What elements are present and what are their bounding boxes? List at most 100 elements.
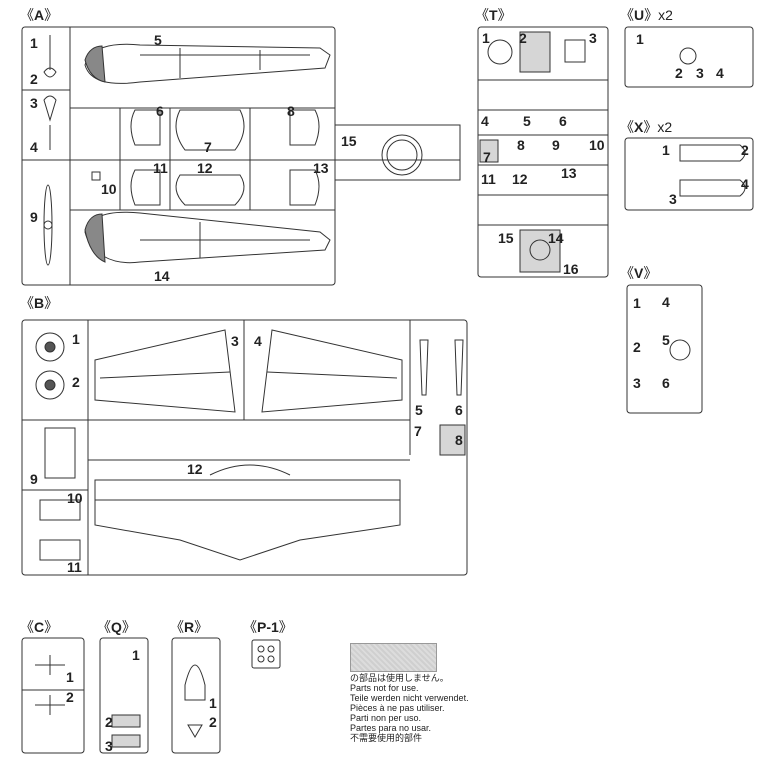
sprue-r-frame bbox=[171, 637, 221, 754]
unused-parts-swatch bbox=[350, 643, 437, 672]
label-b3: 3 bbox=[231, 333, 239, 349]
sprue-c-title: 《C》 bbox=[20, 619, 59, 635]
legend-line-ja: の部品は使用しません。 bbox=[350, 673, 449, 683]
label-t16: 16 bbox=[563, 261, 579, 277]
sprue-p1-frame bbox=[251, 639, 281, 669]
label-a6: 6 bbox=[156, 103, 164, 119]
legend-line-en: Parts not for use. bbox=[350, 683, 419, 693]
label-u2: 2 bbox=[675, 65, 683, 81]
part-a3 bbox=[43, 95, 57, 122]
part-b12-lower-wing bbox=[94, 479, 401, 561]
part-t2-unused bbox=[519, 31, 551, 73]
sprue-q-title: 《Q》 bbox=[97, 619, 136, 635]
label-u4: 4 bbox=[716, 65, 724, 81]
sprue-r-title: 《R》 bbox=[170, 619, 209, 635]
part-b3-wing bbox=[94, 329, 236, 413]
part-b10 bbox=[39, 499, 81, 521]
label-v6: 6 bbox=[662, 375, 670, 391]
label-t13: 13 bbox=[561, 165, 577, 181]
part-r2 bbox=[187, 724, 203, 738]
part-q2-unused bbox=[111, 714, 141, 728]
label-b10: 10 bbox=[67, 490, 83, 506]
sprue-u-title: 《U》x2 bbox=[620, 7, 673, 23]
sprue-b-frame bbox=[21, 319, 468, 576]
sprue-t-title: 《T》 bbox=[475, 7, 512, 23]
part-u2 bbox=[679, 47, 697, 65]
sprue-q-frame bbox=[99, 637, 149, 754]
part-x4 bbox=[679, 179, 746, 197]
label-b6: 6 bbox=[455, 402, 463, 418]
label-a2: 2 bbox=[30, 71, 38, 87]
part-b8-unused bbox=[439, 424, 466, 456]
label-t5: 5 bbox=[523, 113, 531, 129]
label-t7: 7 bbox=[483, 149, 491, 165]
label-t15: 15 bbox=[498, 230, 514, 246]
label-b1: 1 bbox=[72, 331, 80, 347]
unused-parts-legend: の部品は使用しません。 Parts not for use. Teile wer… bbox=[350, 673, 469, 743]
label-t9: 9 bbox=[552, 137, 560, 153]
part-a10 bbox=[91, 171, 101, 181]
part-r1 bbox=[184, 664, 206, 701]
part-x2 bbox=[679, 144, 746, 162]
part-c1 bbox=[35, 655, 65, 675]
sprue-v-title: 《V》 bbox=[620, 265, 658, 281]
part-a5-fuselage bbox=[84, 43, 331, 84]
label-t14: 14 bbox=[548, 230, 564, 246]
part-b9-cockpit bbox=[44, 427, 76, 479]
part-b11 bbox=[39, 539, 81, 561]
sprue-b-title: 《B》 bbox=[20, 295, 59, 311]
legend-line-es: Partes para no usar. bbox=[350, 723, 432, 733]
label-b2: 2 bbox=[72, 374, 80, 390]
label-a7: 7 bbox=[204, 139, 212, 155]
sprue-u-frame bbox=[624, 26, 754, 88]
label-v5: 5 bbox=[662, 332, 670, 348]
part-a9-propeller bbox=[43, 184, 53, 266]
label-v1: 1 bbox=[633, 295, 641, 311]
legend-line-fr: Pièces à ne pas utiliser. bbox=[350, 703, 445, 713]
label-t11: 11 bbox=[481, 171, 496, 187]
part-a2 bbox=[43, 67, 57, 78]
label-a4: 4 bbox=[30, 139, 38, 155]
part-q3-unused bbox=[111, 734, 141, 748]
label-a8: 8 bbox=[287, 103, 295, 119]
part-b6 bbox=[454, 339, 464, 396]
part-a13 bbox=[289, 169, 320, 206]
label-a12: 12 bbox=[197, 160, 213, 176]
part-a15 bbox=[381, 134, 423, 176]
part-a11 bbox=[130, 169, 161, 206]
part-a8 bbox=[289, 109, 320, 146]
label-v2: 2 bbox=[633, 339, 641, 355]
label-v3: 3 bbox=[633, 375, 641, 391]
label-t1: 1 bbox=[482, 30, 490, 46]
label-b4: 4 bbox=[254, 333, 262, 349]
label-q1: 1 bbox=[132, 647, 140, 663]
label-b8: 8 bbox=[455, 432, 463, 448]
label-t2: 2 bbox=[519, 30, 527, 46]
label-r2: 2 bbox=[209, 714, 217, 730]
label-q2: 2 bbox=[105, 714, 113, 730]
label-b7: 7 bbox=[414, 423, 422, 439]
part-a12 bbox=[175, 174, 245, 206]
part-b5 bbox=[419, 339, 429, 396]
sprue-p1-title: 《P-1》 bbox=[243, 619, 293, 635]
label-t8: 8 bbox=[517, 137, 525, 153]
label-b9: 9 bbox=[30, 471, 38, 487]
legend-line-it: Parti non per uso. bbox=[350, 713, 422, 723]
part-a6 bbox=[130, 109, 161, 146]
label-t12: 12 bbox=[512, 171, 528, 187]
sprue-c-frame bbox=[21, 637, 85, 754]
label-b12: 12 bbox=[187, 461, 203, 477]
part-t1 bbox=[487, 39, 513, 65]
label-a11: 11 bbox=[153, 160, 168, 176]
sprue-v-frame bbox=[626, 284, 703, 414]
sprue-a-title: 《A》 bbox=[20, 7, 59, 23]
label-b11: 11 bbox=[67, 559, 82, 575]
sprue-a-frame bbox=[21, 26, 461, 286]
part-c2 bbox=[35, 695, 65, 715]
part-a7 bbox=[175, 109, 245, 151]
label-t3: 3 bbox=[589, 30, 597, 46]
sprue-x-frame bbox=[624, 137, 754, 211]
label-a10: 10 bbox=[101, 181, 117, 197]
label-x1: 1 bbox=[662, 142, 670, 158]
